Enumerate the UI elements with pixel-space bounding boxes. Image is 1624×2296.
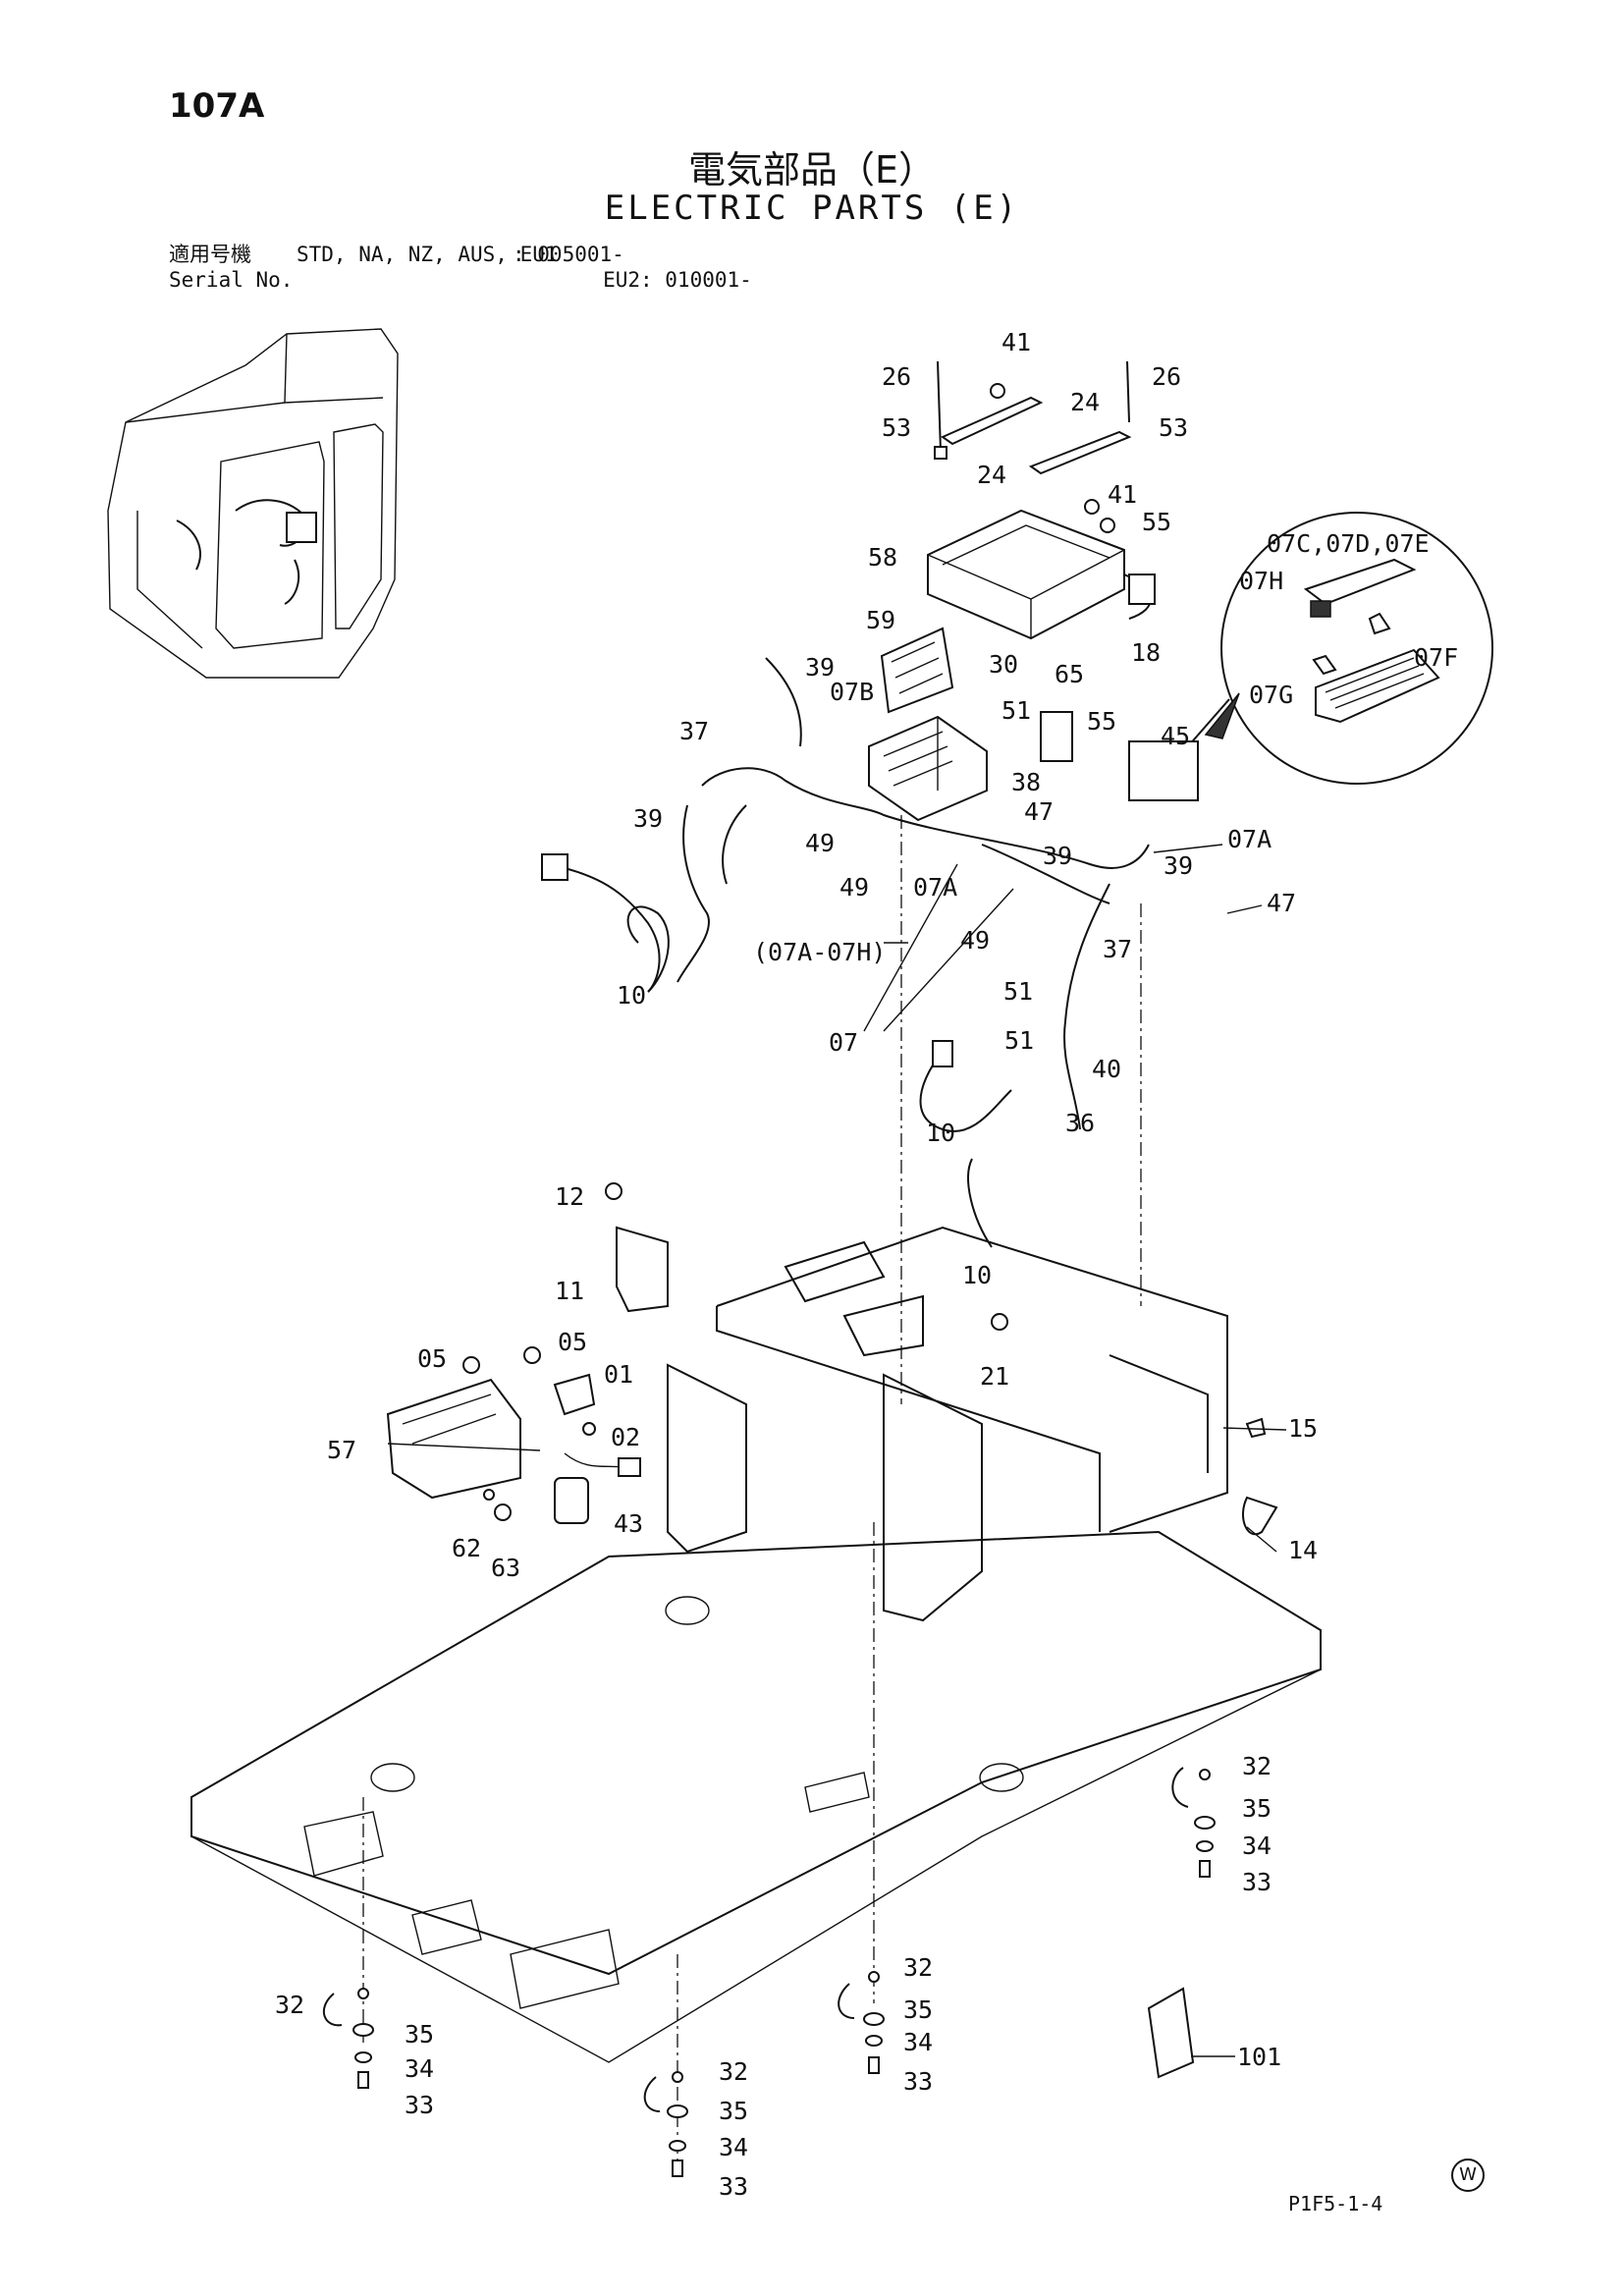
- upper-frame: [667, 1226, 1228, 1622]
- serial-label-en: Serial No.: [169, 268, 294, 292]
- part-label-10: 10: [962, 1261, 992, 1289]
- part-label-41: 41: [1108, 480, 1137, 509]
- part-label-37: 37: [679, 717, 709, 745]
- part-label-53: 53: [1159, 413, 1188, 442]
- part-label-35: 35: [903, 1995, 933, 2024]
- part-label-07h: 07H: [1239, 567, 1283, 595]
- part-label-43: 43: [614, 1509, 643, 1538]
- part-label-38: 38: [1011, 768, 1041, 796]
- cab-locator-sketch: [107, 328, 399, 679]
- serial-range-2: : 010001-: [640, 268, 752, 292]
- part-label-36: 36: [1065, 1109, 1095, 1137]
- part-label-33: 33: [903, 2067, 933, 2096]
- floor-plate: [190, 1522, 1322, 2170]
- part-label-33: 33: [405, 2091, 434, 2119]
- title-english: ELECTRIC PARTS (E): [604, 189, 1020, 228]
- part-label-10: 10: [926, 1119, 955, 1147]
- part-label-39: 39: [1043, 842, 1072, 870]
- part-label-34: 34: [719, 2133, 748, 2161]
- part-label-07f: 07F: [1414, 643, 1458, 672]
- part-label-40: 40: [1092, 1055, 1121, 1083]
- part-label-34: 34: [405, 2054, 434, 2083]
- part-label-12: 12: [555, 1182, 584, 1211]
- part-label-32: 32: [719, 2057, 748, 2086]
- part-label-32: 32: [903, 1953, 933, 1982]
- wire-harness-assembly: [541, 627, 1199, 1404]
- part-label-49: 49: [839, 873, 869, 902]
- drawing-code: P1F5-1-4: [1288, 2192, 1383, 2215]
- part-label-07a: 07A: [913, 873, 957, 902]
- part-label-58: 58: [868, 543, 897, 572]
- switch-panel-assembly: [386, 1182, 1278, 2079]
- controller-assembly: [927, 360, 1156, 640]
- part-label-33: 33: [1242, 1868, 1272, 1896]
- part-label-33: 33: [719, 2172, 748, 2201]
- part-label-10: 10: [617, 981, 646, 1010]
- part-label-14: 14: [1288, 1536, 1318, 1564]
- part-label-35: 35: [405, 2020, 434, 2049]
- part-label-07c-07d-07e: 07C,07D,07E: [1267, 529, 1430, 558]
- part-label-30: 30: [989, 650, 1018, 679]
- part-label-32: 32: [1242, 1752, 1272, 1780]
- part-label-51: 51: [1004, 1026, 1034, 1055]
- part-label-34: 34: [1242, 1831, 1272, 1860]
- part-label-59: 59: [866, 606, 895, 634]
- part-label-37: 37: [1103, 935, 1132, 963]
- part-label-55: 55: [1087, 707, 1116, 736]
- part-label-32: 32: [275, 1991, 304, 2019]
- part-label-05: 05: [417, 1344, 447, 1373]
- part-label-26: 26: [882, 362, 911, 391]
- title-japanese: 電気部品（E）: [687, 148, 936, 191]
- part-label-51: 51: [1003, 977, 1033, 1006]
- part-label-45: 45: [1161, 722, 1190, 750]
- part-label-07: 07: [829, 1028, 858, 1057]
- part-label-05: 05: [558, 1328, 587, 1356]
- part-label-26: 26: [1152, 362, 1181, 391]
- part-label-07b: 07B: [830, 678, 874, 706]
- part-label-07a: 07A: [1227, 825, 1272, 853]
- part-label-34: 34: [903, 2028, 933, 2056]
- part-label-07a-07h: (07A-07H): [753, 938, 886, 966]
- part-label-55: 55: [1142, 508, 1171, 536]
- part-labels: 41 26 26 24 53 53 24 41 55 58 18 07C,07D…: [275, 328, 1458, 2201]
- part-label-39: 39: [633, 804, 663, 833]
- part-label-62: 62: [452, 1534, 481, 1562]
- part-label-18: 18: [1131, 638, 1161, 667]
- part-label-24: 24: [977, 461, 1006, 489]
- part-label-65: 65: [1055, 660, 1084, 688]
- part-label-02: 02: [611, 1423, 640, 1451]
- ground-strap-sets: [322, 1767, 1216, 2177]
- part-label-41: 41: [1001, 328, 1031, 356]
- part-label-47: 47: [1024, 797, 1054, 826]
- part-label-15: 15: [1288, 1414, 1318, 1443]
- part-label-07g: 07G: [1249, 681, 1293, 709]
- leader-lines: [387, 844, 1287, 2057]
- serial-label-jp: 適用号機: [169, 243, 251, 266]
- part-label-53: 53: [882, 413, 911, 442]
- part-label-57: 57: [327, 1436, 356, 1464]
- part-label-35: 35: [719, 2097, 748, 2125]
- part-label-47: 47: [1267, 889, 1296, 917]
- connector-detail-callout: [1153, 512, 1493, 787]
- part-label-63: 63: [491, 1554, 520, 1582]
- part-label-01: 01: [604, 1360, 633, 1389]
- part-label-39: 39: [805, 653, 835, 682]
- part-label-24: 24: [1070, 388, 1100, 416]
- page-number: 107A: [169, 86, 265, 126]
- part-label-35: 35: [1242, 1794, 1272, 1823]
- part-label-51: 51: [1001, 696, 1031, 725]
- part-label-101: 101: [1237, 2043, 1281, 2071]
- part-label-11: 11: [555, 1277, 584, 1305]
- serial-range-1: : 005001-: [513, 243, 624, 266]
- serial-applicability: 適用号機 STD, NA, NZ, AUS, EU1 : 005001- Ser…: [169, 242, 752, 293]
- part-label-21: 21: [980, 1362, 1009, 1391]
- part-label-49: 49: [805, 829, 835, 857]
- w-mark-icon: W: [1451, 2159, 1485, 2192]
- part-label-39: 39: [1164, 851, 1193, 880]
- serial-models-2: EU2: [603, 268, 640, 292]
